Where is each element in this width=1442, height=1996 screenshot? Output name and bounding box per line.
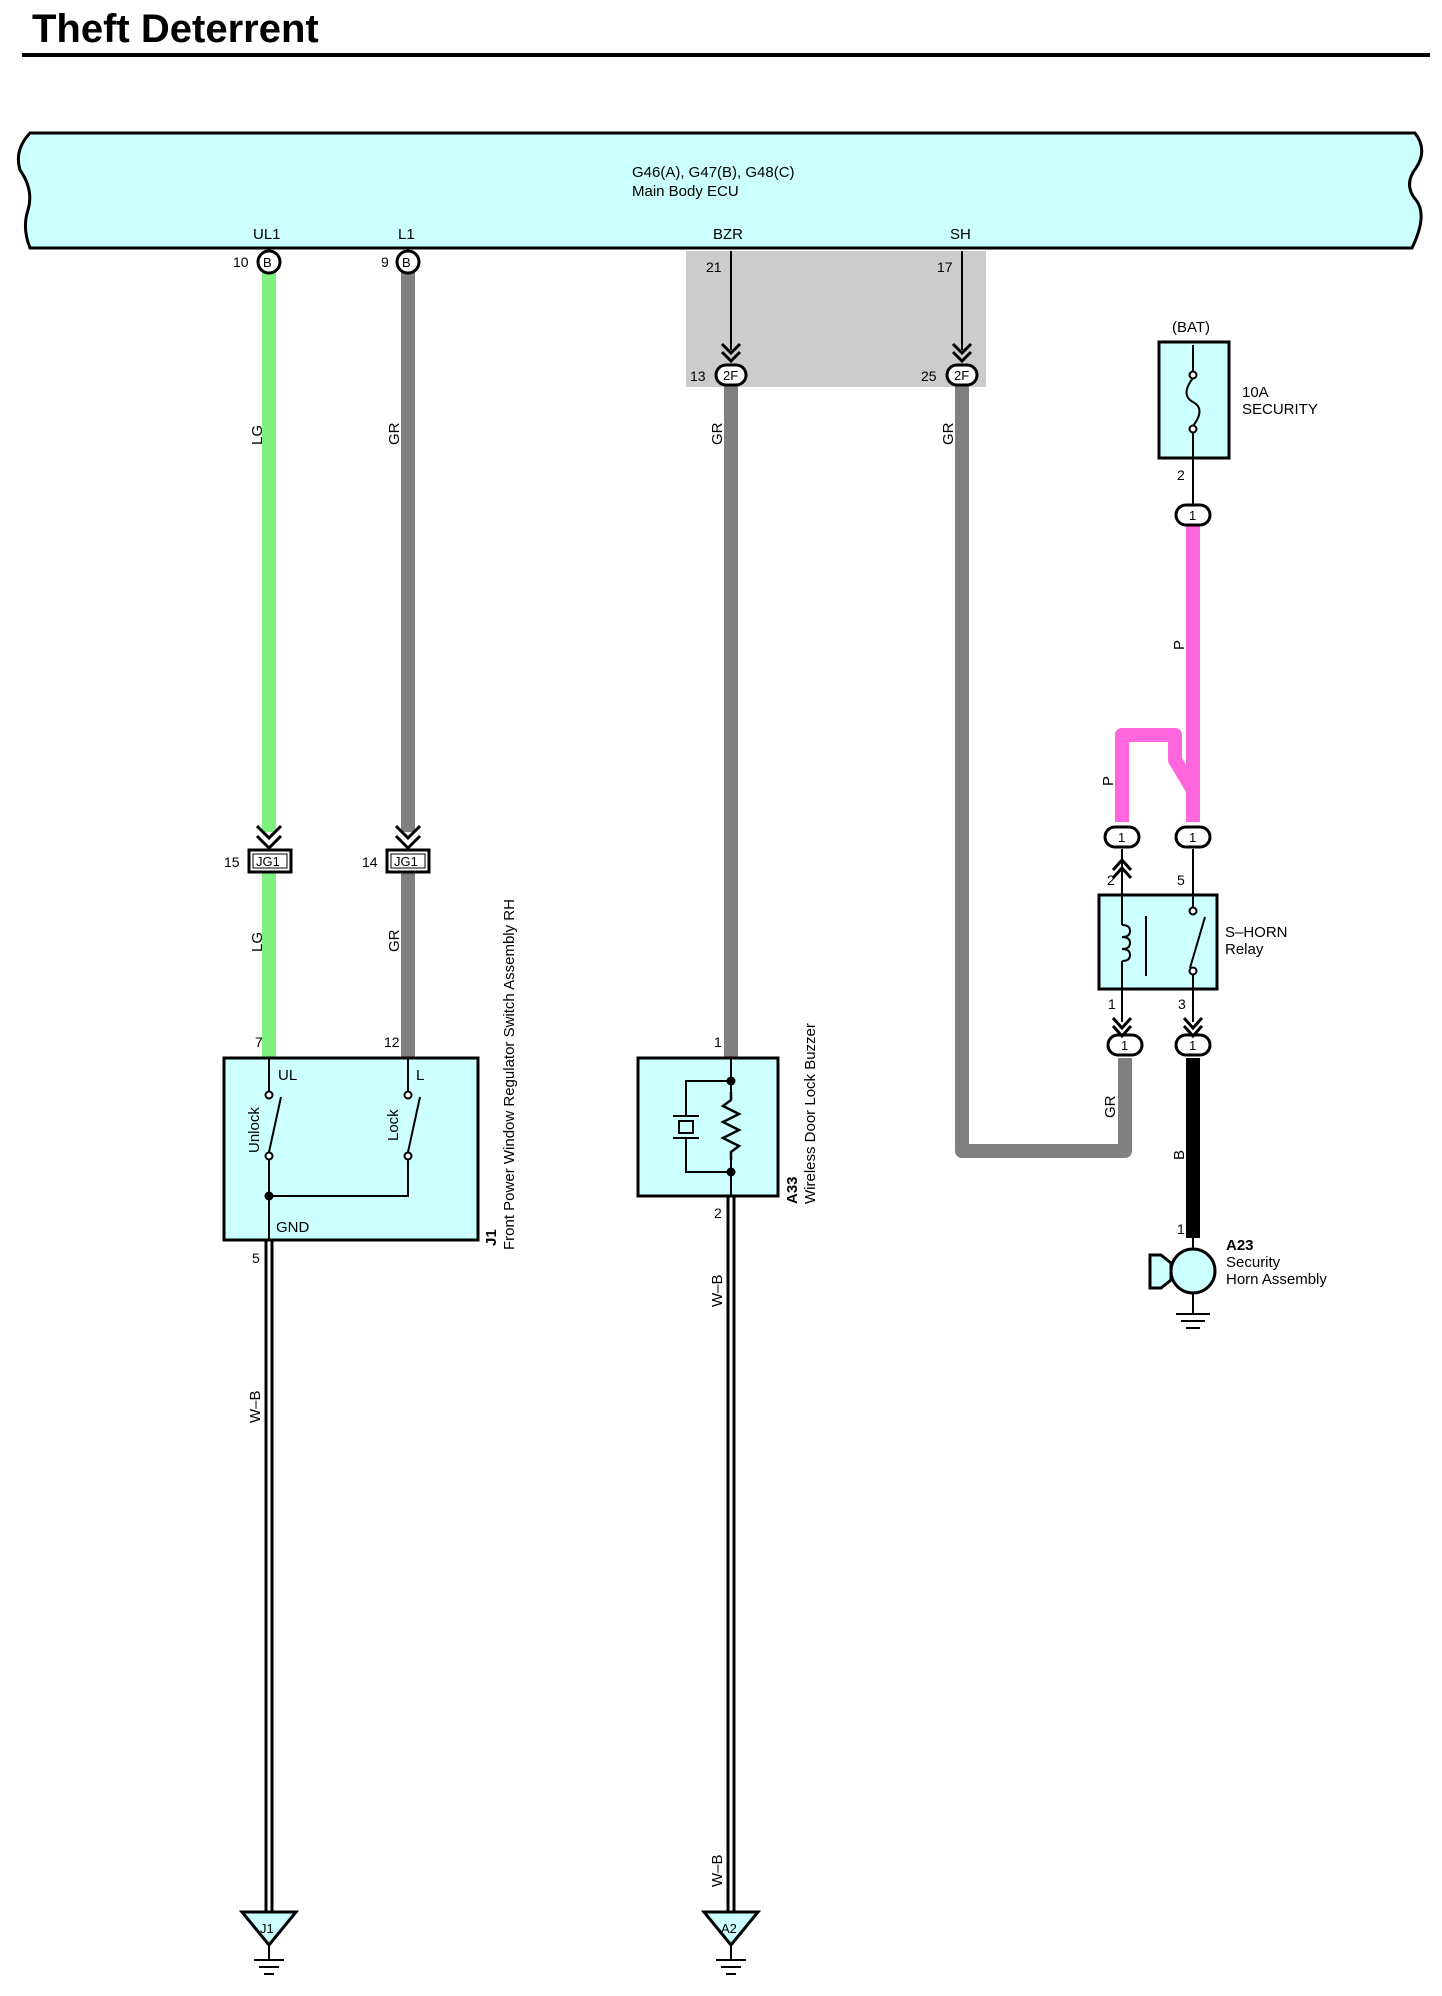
svg-text:1: 1: [1121, 1038, 1128, 1053]
connector-label: 2F: [723, 368, 738, 383]
wire-label-gr: GR: [386, 422, 403, 445]
ecu-terminal-sh: SH: [950, 226, 971, 243]
connector-label: B: [402, 255, 411, 270]
connector-label: JG1: [394, 854, 418, 869]
pin-number: 2: [714, 1205, 722, 1221]
relay-name: S–HORN: [1225, 924, 1288, 941]
connector-1-relay-1: 1: [1106, 1033, 1144, 1057]
pin-number: 25: [921, 368, 937, 384]
wire-label-gr: GR: [1102, 1095, 1119, 1118]
component-name: Wireless Door Lock Buzzer: [802, 1023, 819, 1204]
ecu-pin-ul1: B 10: [233, 249, 282, 275]
fuse-rating: 10A: [1242, 384, 1269, 401]
wire-label-gr: GR: [940, 422, 957, 445]
svg-text:J1: J1: [260, 1921, 274, 1936]
pin-number: 14: [362, 854, 378, 870]
wire-label-lg: LG: [249, 425, 266, 445]
connector-2f-bzr: 2F 13: [690, 342, 748, 387]
main-body-ecu: G46(A), G47(B), G48(C) Main Body ECU UL1…: [16, 131, 1424, 250]
connector-jg1-ul1: JG1 15: [224, 824, 293, 874]
ecu-terminal-l1: L1: [398, 226, 415, 243]
buzzer-a33: 1 2 A33 Wireless Door Lock Buzzer: [636, 1023, 819, 1221]
wire-label-gr: GR: [386, 929, 403, 952]
wire-label-lg: LG: [249, 932, 266, 952]
pin-number: 7: [255, 1034, 263, 1050]
connector-1-fuse: 1: [1174, 503, 1212, 527]
contact-unlock: Unlock: [246, 1107, 263, 1153]
terminal-ul: UL: [278, 1067, 297, 1084]
contact-lock: Lock: [385, 1109, 402, 1141]
pin-number: 10: [233, 254, 249, 270]
ecu-pin-l1: B 9: [381, 249, 421, 275]
connector-label: B: [263, 255, 272, 270]
wire-label-gr: GR: [709, 422, 726, 445]
pin-number: 5: [252, 1250, 260, 1266]
wire-label-wb: W–B: [247, 1390, 264, 1423]
wire-label-wb: W–B: [709, 1274, 726, 1307]
component-code: A23: [1226, 1237, 1254, 1254]
pin-number: 9: [381, 254, 389, 270]
fuse-source: (BAT): [1172, 319, 1210, 336]
connector-label: 2F: [954, 368, 969, 383]
connector-1-relay-2: 1: [1103, 825, 1141, 849]
wire-label-b: B: [1171, 1150, 1188, 1160]
horn-a23: 1 A23 Security Horn Assembly: [1148, 1221, 1327, 1329]
relay-name-2: Relay: [1225, 941, 1264, 958]
wire-label-p: P: [1100, 776, 1117, 786]
pin-number: 5: [1177, 872, 1185, 888]
pin-number-sh: 17: [937, 259, 953, 275]
fuse-security: (BAT) 10A SECURITY 2: [1157, 319, 1318, 504]
ground-point-a2: A2: [700, 1910, 762, 1975]
pin-number: 13: [690, 368, 706, 384]
component-code: J1: [483, 1229, 500, 1246]
wire-label-wb: W–B: [709, 1854, 726, 1887]
connector-jg1-l1: JG1 14: [362, 824, 431, 874]
relay-s-horn: 2 5 S–HORN Relay 1 3: [1097, 849, 1288, 1039]
ground-point-j1: J1: [238, 1910, 300, 1975]
switch-j1: 7 12 UL L Unlock Lock GND 5 J1 Front Pow…: [222, 899, 518, 1266]
wire-label-p: P: [1171, 640, 1188, 650]
ecu-name: Main Body ECU: [632, 183, 739, 200]
terminal-gnd: GND: [276, 1219, 310, 1236]
component-code: A33: [784, 1176, 801, 1204]
connector-label: JG1: [256, 854, 280, 869]
svg-text:A2: A2: [721, 1921, 737, 1936]
pin-number: 1: [714, 1034, 722, 1050]
connector-1-relay-5: 1: [1174, 825, 1212, 849]
component-name: Security: [1226, 1254, 1281, 1271]
wire-sh-gr: [955, 385, 1132, 1158]
svg-text:1: 1: [1189, 830, 1196, 845]
component-name-2: Horn Assembly: [1226, 1271, 1327, 1288]
page-title: Theft Deterrent: [32, 7, 319, 51]
terminal-l: L: [416, 1067, 424, 1084]
pin-number: 2: [1107, 872, 1115, 888]
wire-p-branch: [1115, 728, 1200, 822]
svg-text:1: 1: [1118, 830, 1125, 845]
pin-number: 1: [1177, 1221, 1185, 1237]
ecu-terminal-ul1: UL1: [253, 226, 281, 243]
ecu-connectors: G46(A), G47(B), G48(C): [632, 164, 795, 181]
pin-number-bzr: 21: [706, 259, 722, 275]
pin-number: 15: [224, 854, 240, 870]
component-name: Front Power Window Regulator Switch Asse…: [501, 899, 518, 1250]
pin-number: 2: [1177, 467, 1185, 483]
pin-number: 1: [1108, 996, 1116, 1012]
svg-text:1: 1: [1189, 1038, 1196, 1053]
svg-text:1: 1: [1189, 508, 1196, 523]
pin-number: 12: [384, 1034, 400, 1050]
connector-2f-sh: 2F 25: [921, 342, 979, 387]
fuse-name: SECURITY: [1242, 401, 1318, 418]
ecu-terminal-bzr: BZR: [713, 226, 743, 243]
wires: [262, 271, 1200, 1912]
pin-number: 3: [1178, 996, 1186, 1012]
